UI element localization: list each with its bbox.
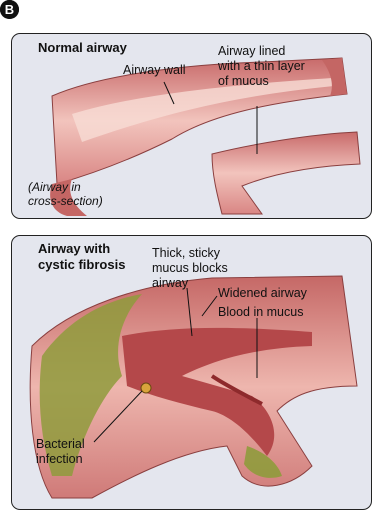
panel-cf-airway [11, 235, 372, 510]
label-thick-mucus-line2: mucus blocks [152, 261, 228, 276]
label-bacterial-line2: infection [36, 452, 83, 467]
panel-b-badge: B [0, 0, 19, 19]
label-thin-mucus-line1: Airway lined [218, 44, 285, 59]
label-thin-mucus-line2: with a thin layer [218, 59, 305, 74]
label-thick-mucus-line3: airway [152, 276, 188, 291]
panel-a-title: Normal airway [38, 40, 127, 56]
label-airway-wall: Airway wall [123, 63, 186, 78]
panel-b-title-line1: Airway with [38, 241, 110, 257]
label-thick-mucus-line1: Thick, sticky [152, 246, 220, 261]
label-blood-in-mucus: Blood in mucus [218, 305, 303, 320]
label-cross-section-line2: cross-section) [28, 194, 103, 209]
panel-b-title-line2: cystic fibrosis [38, 257, 125, 273]
label-thin-mucus-line3: of mucus [218, 74, 269, 89]
label-widened-airway: Widened airway [218, 286, 307, 301]
label-bacterial-line1: Bacterial [36, 437, 85, 452]
label-cross-section-line1: (Airway in [28, 180, 81, 195]
cf-airway-illustration [12, 236, 371, 509]
